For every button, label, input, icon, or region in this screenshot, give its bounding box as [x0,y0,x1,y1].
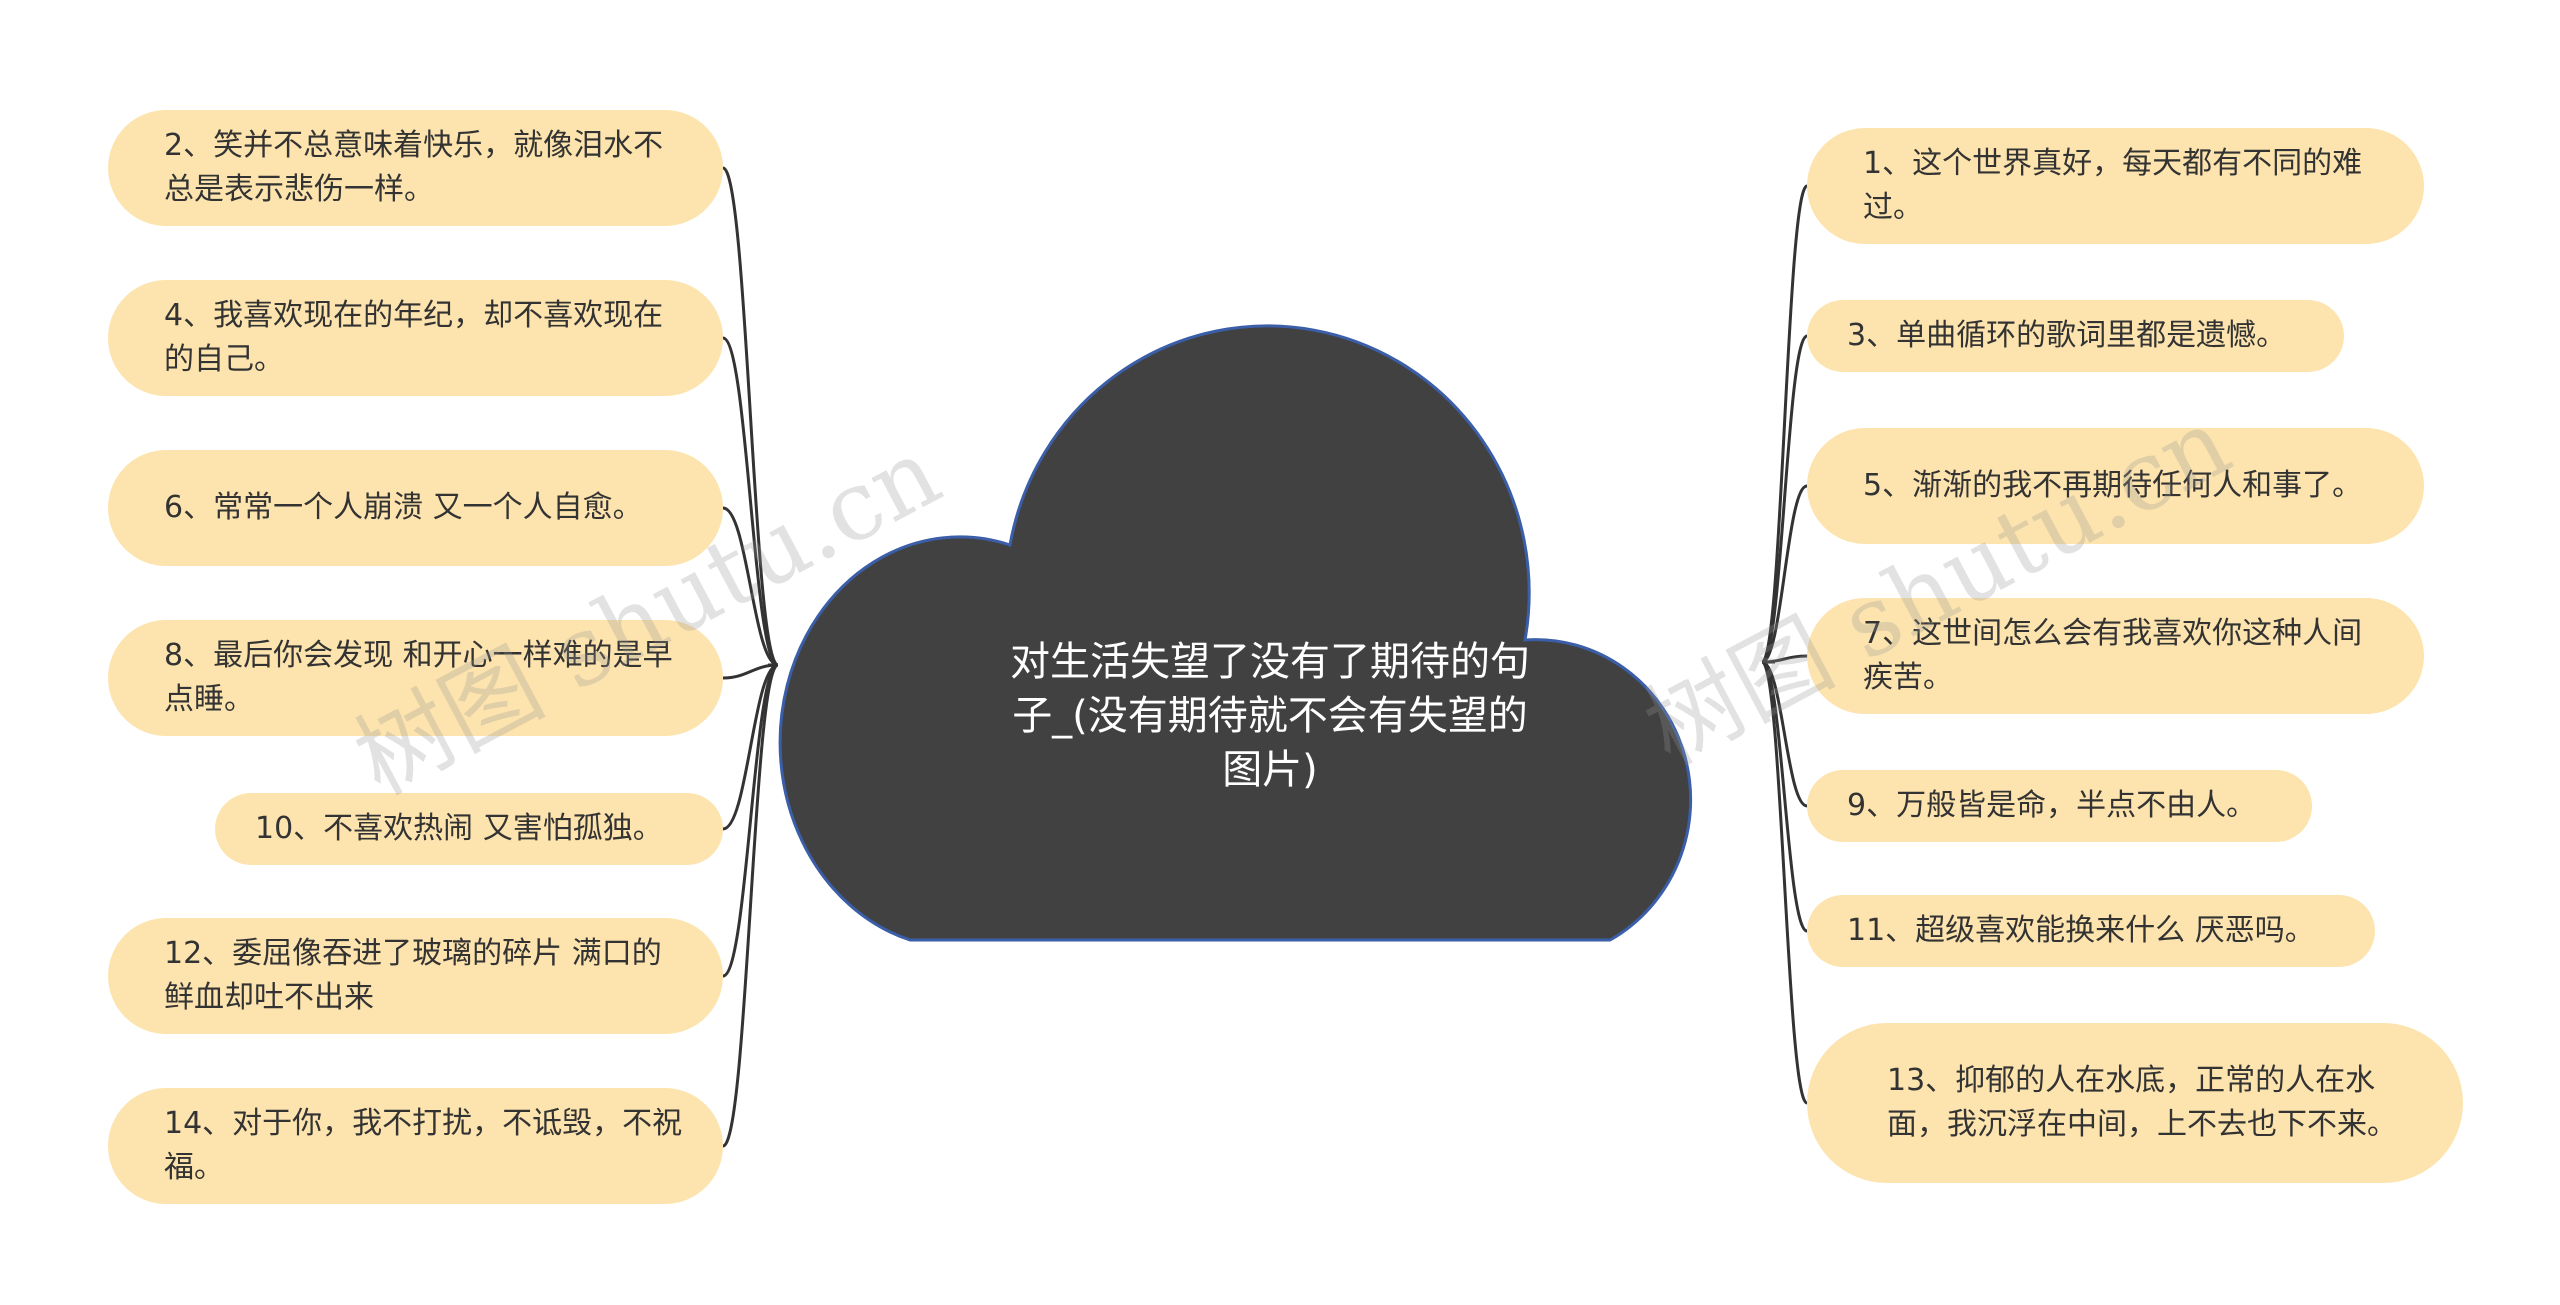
left-node-4[interactable]: 4、我喜欢现在的年纪，却不喜欢现在的自己。 [108,280,723,396]
node-text: 14、对于你，我不打扰，不诋毁，不祝福。 [164,1106,683,1185]
left-node-2[interactable]: 2、笑并不总意味着快乐，就像泪水不总是表示悲伤一样。 [108,110,723,226]
connector-left-2 [722,506,779,667]
cloud-shape [778,324,1693,942]
right-node-1[interactable]: 1、这个世界真好，每天都有不同的难过。 [1807,128,2424,244]
connector-left-5 [722,663,779,978]
connector-right-2 [1761,484,1808,664]
left-node-10[interactable]: 10、不喜欢热闹 又害怕孤独。 [215,793,723,865]
right-node-7[interactable]: 7、这世间怎么会有我喜欢你这种人间疾苦。 [1807,598,2424,714]
connector-left-0 [721,166,780,667]
node-text: 6、常常一个人崩溃 又一个人自愈。 [164,490,643,525]
left-node-12[interactable]: 12、委屈像吞进了玻璃的碎片 满口的鲜血却吐不出来 [108,918,723,1034]
node-text: 11、超级喜欢能换来什么 厌恶吗。 [1847,913,2315,948]
node-text: 5、渐渐的我不再期待任何人和事了。 [1863,468,2363,503]
node-text: 4、我喜欢现在的年纪，却不喜欢现在的自己。 [164,298,664,377]
node-text: 8、最后你会发现 和开心一样难的是早点睡。 [164,638,673,717]
node-text: 2、笑并不总意味着快乐，就像泪水不总是表示悲伤一样。 [164,128,664,207]
connector-right-6 [1760,660,1809,1105]
left-node-8[interactable]: 8、最后你会发现 和开心一样难的是早点睡。 [108,620,723,736]
left-node-6[interactable]: 6、常常一个人崩溃 又一个人自愈。 [108,450,723,566]
right-node-5[interactable]: 5、渐渐的我不再期待任何人和事了。 [1807,428,2424,544]
connector-left-6 [721,663,780,1148]
node-text: 1、这个世界真好，每天都有不同的难过。 [1863,146,2363,225]
node-text: 12、委屈像吞进了玻璃的碎片 满口的鲜血却吐不出来 [164,936,662,1015]
connector-right-1 [1760,334,1809,664]
connector-right-0 [1760,184,1809,664]
connector-left-1 [722,336,779,667]
central-topic[interactable]: 对生活失望了没有了期待的句子_(没有期待就不会有失望的图片) [1010,639,1530,793]
left-node-14[interactable]: 14、对于你，我不打扰，不诋毁，不祝福。 [108,1088,723,1204]
node-text: 13、抑郁的人在水底，正常的人在水面，我沉浮在中间，上不去也下不来。 [1887,1063,2397,1142]
right-node-3[interactable]: 3、单曲循环的歌词里都是遗憾。 [1807,300,2344,372]
node-text: 7、这世间怎么会有我喜欢你这种人间疾苦。 [1863,616,2363,695]
connector-left-4 [722,663,779,831]
connector-right-4 [1761,660,1808,808]
node-text: 3、单曲循环的歌词里都是遗憾。 [1847,318,2287,353]
right-node-11[interactable]: 11、超级喜欢能换来什么 厌恶吗。 [1807,895,2375,967]
right-node-13[interactable]: 13、抑郁的人在水底，正常的人在水面，我沉浮在中间，上不去也下不来。 [1807,1023,2463,1183]
node-text: 9、万般皆是命，半点不由人。 [1847,788,2257,823]
node-text: 10、不喜欢热闹 又害怕孤独。 [255,811,663,846]
right-node-9[interactable]: 9、万般皆是命，半点不由人。 [1807,770,2312,842]
